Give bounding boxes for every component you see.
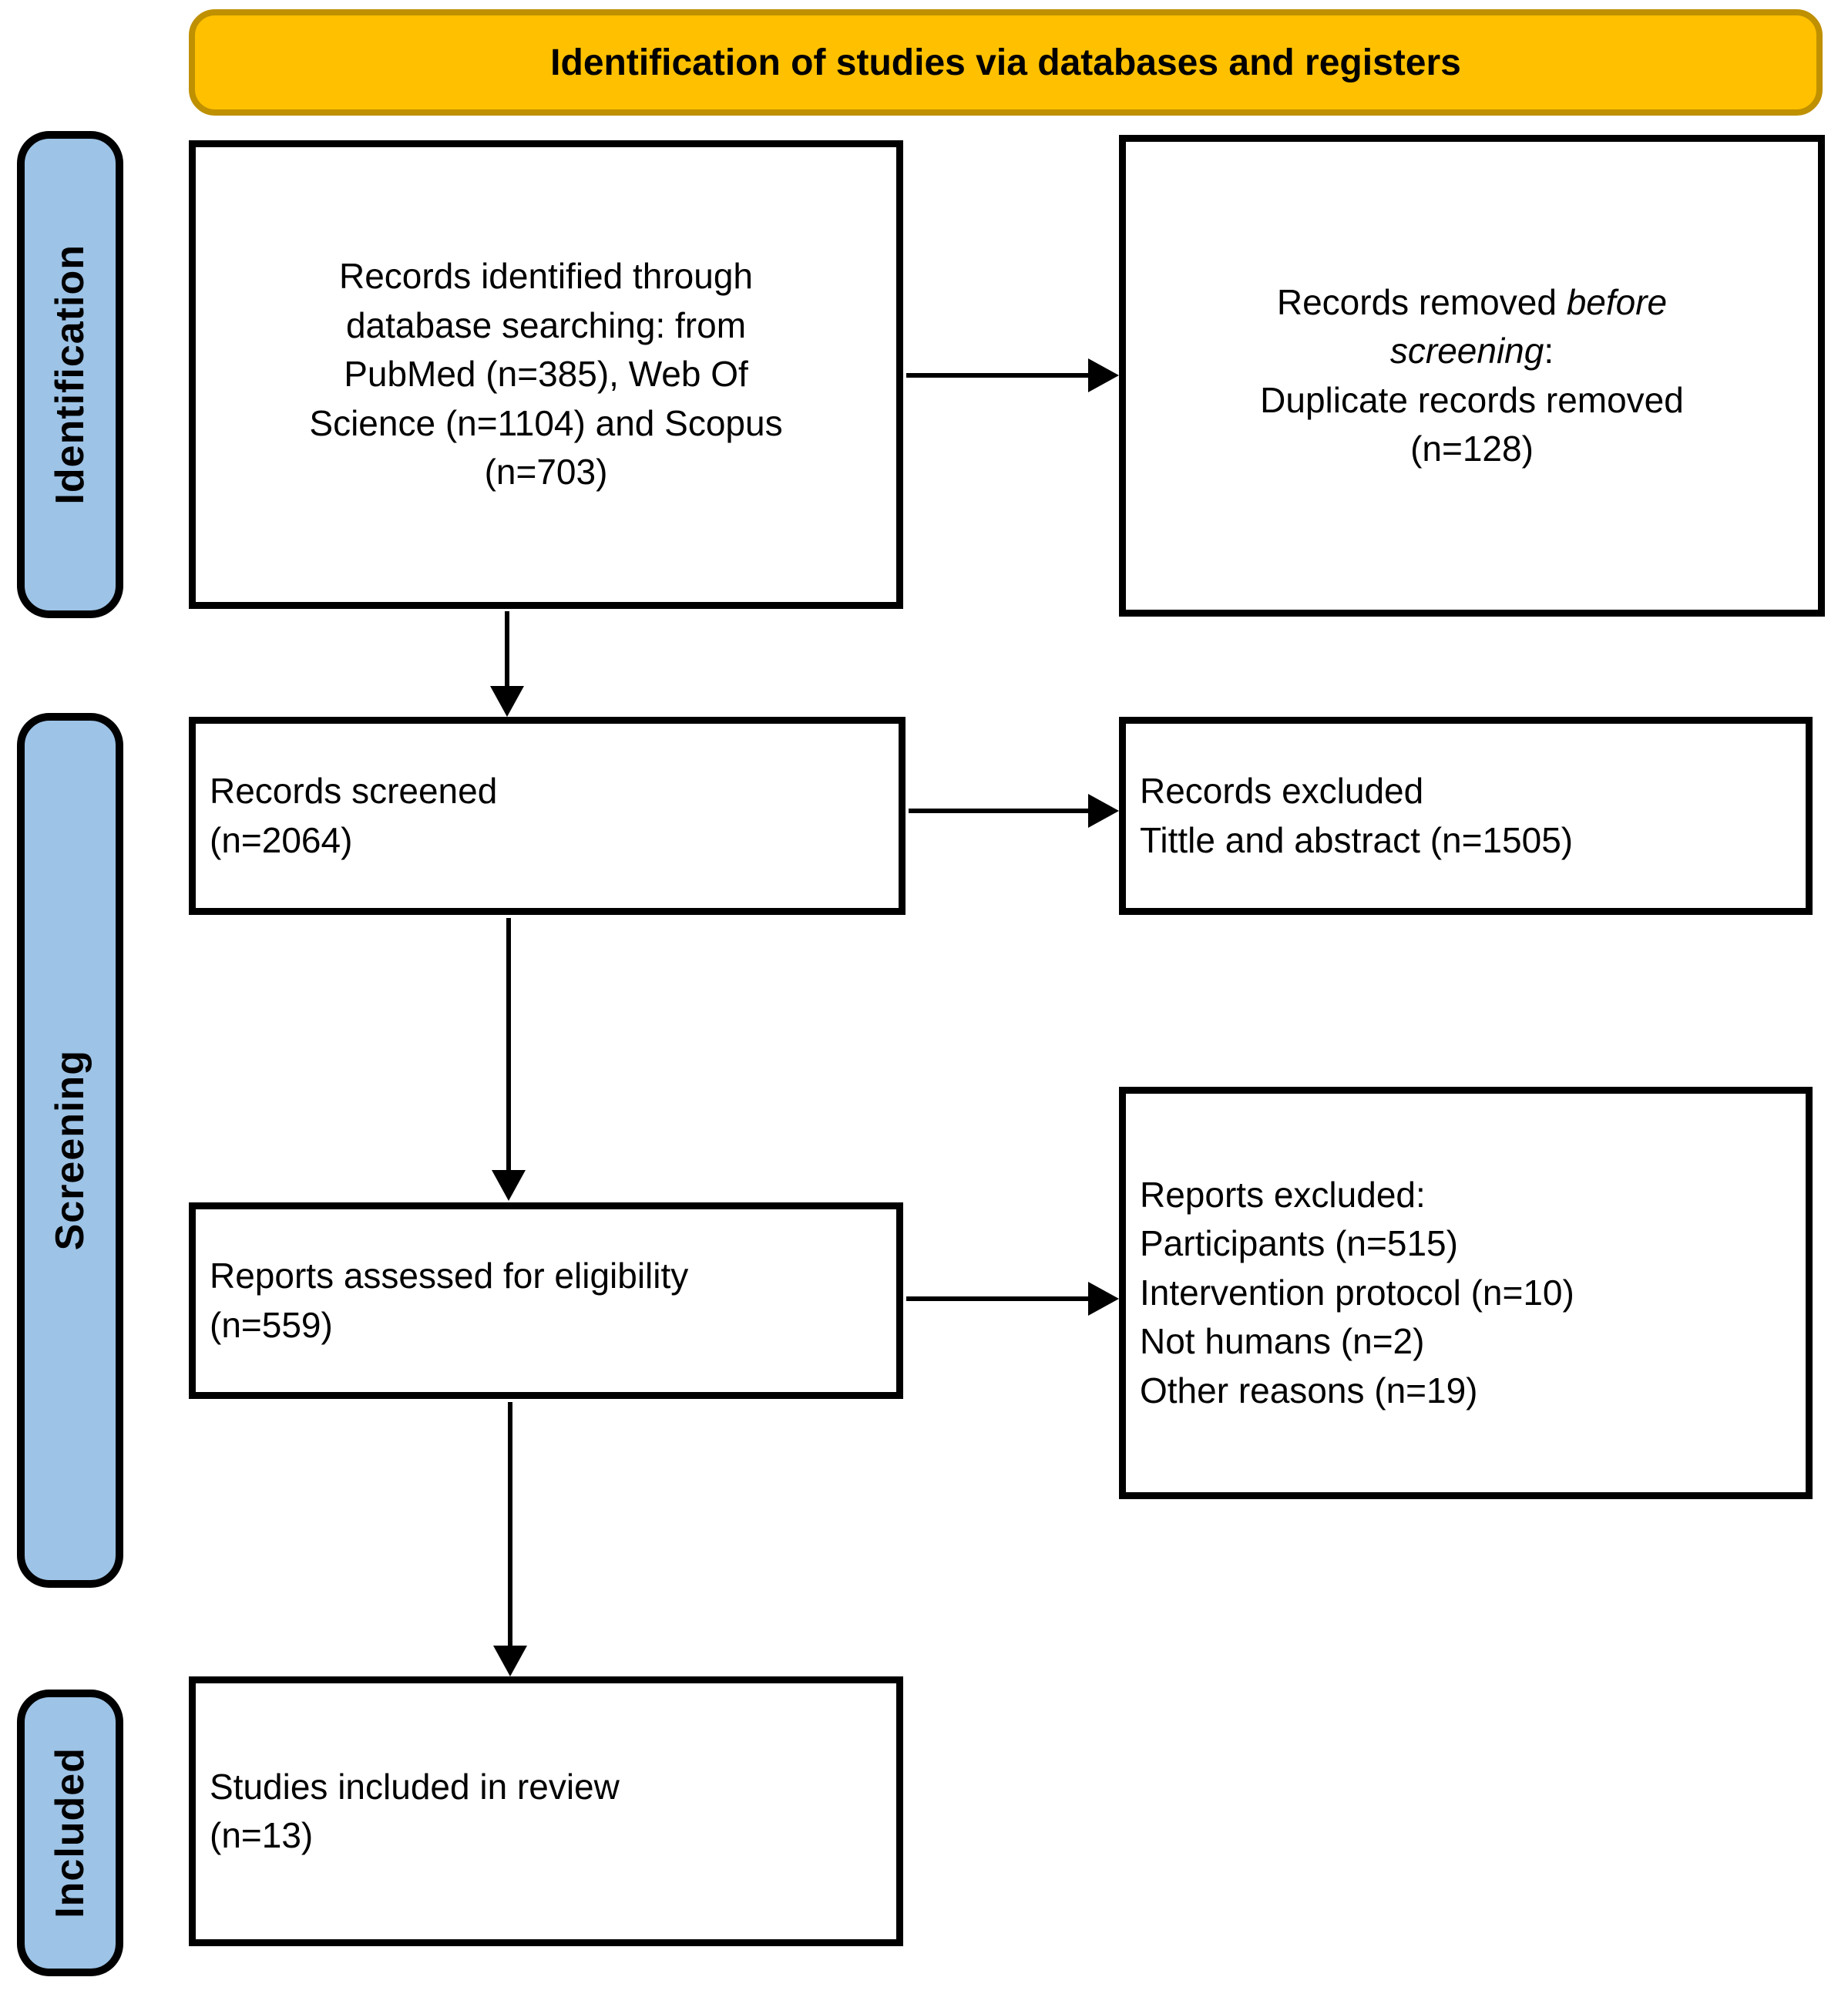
arrow-assessed-to-included (493, 1402, 527, 1676)
records-excluded-text: Records excluded Tittle and abstract (n=… (1140, 771, 1574, 860)
stage-label-screening-text: Screening (48, 1050, 92, 1251)
stage-label-identification-text: Identification (48, 244, 92, 505)
reports-excluded-box: Reports excluded: Participants (n=515) I… (1119, 1087, 1813, 1499)
records-removed-box: Records removed before screening: Duplic… (1119, 135, 1825, 617)
records-identified-box: Records identified through database sear… (189, 140, 903, 609)
records-screened-text: Records screened (n=2064) (210, 771, 498, 860)
arrow-identified-to-removed (906, 358, 1119, 392)
records-excluded-box: Records excluded Tittle and abstract (n=… (1119, 717, 1813, 915)
stage-label-screening: Screening (17, 713, 123, 1588)
reports-assessed-box: Reports assessed for eligibility (n=559) (189, 1202, 903, 1399)
studies-included-text: Studies included in review (n=13) (210, 1766, 620, 1855)
stage-label-included-text: Included (48, 1747, 92, 1918)
arrow-assessed-to-reports-excluded (906, 1282, 1119, 1316)
records-screened-box: Records screened (n=2064) (189, 717, 906, 915)
studies-included-box: Studies included in review (n=13) (189, 1676, 903, 1946)
reports-assessed-text: Reports assessed for eligibility (n=559) (210, 1256, 689, 1345)
arrow-screened-to-assessed (492, 918, 526, 1201)
banner-identification-via-databases: Identification of studies via databases … (189, 9, 1823, 116)
arrow-screened-to-excluded (909, 794, 1119, 828)
reports-excluded-text: Reports excluded: Participants (n=515) I… (1140, 1174, 1574, 1411)
arrow-identified-to-screened (490, 611, 524, 717)
records-removed-text: Records removed before screening: Duplic… (1260, 281, 1684, 469)
banner-title: Identification of studies via databases … (550, 42, 1461, 83)
stage-label-identification: Identification (17, 131, 123, 618)
stage-label-included: Included (17, 1690, 123, 1976)
records-identified-text: Records identified through database sear… (309, 256, 783, 493)
